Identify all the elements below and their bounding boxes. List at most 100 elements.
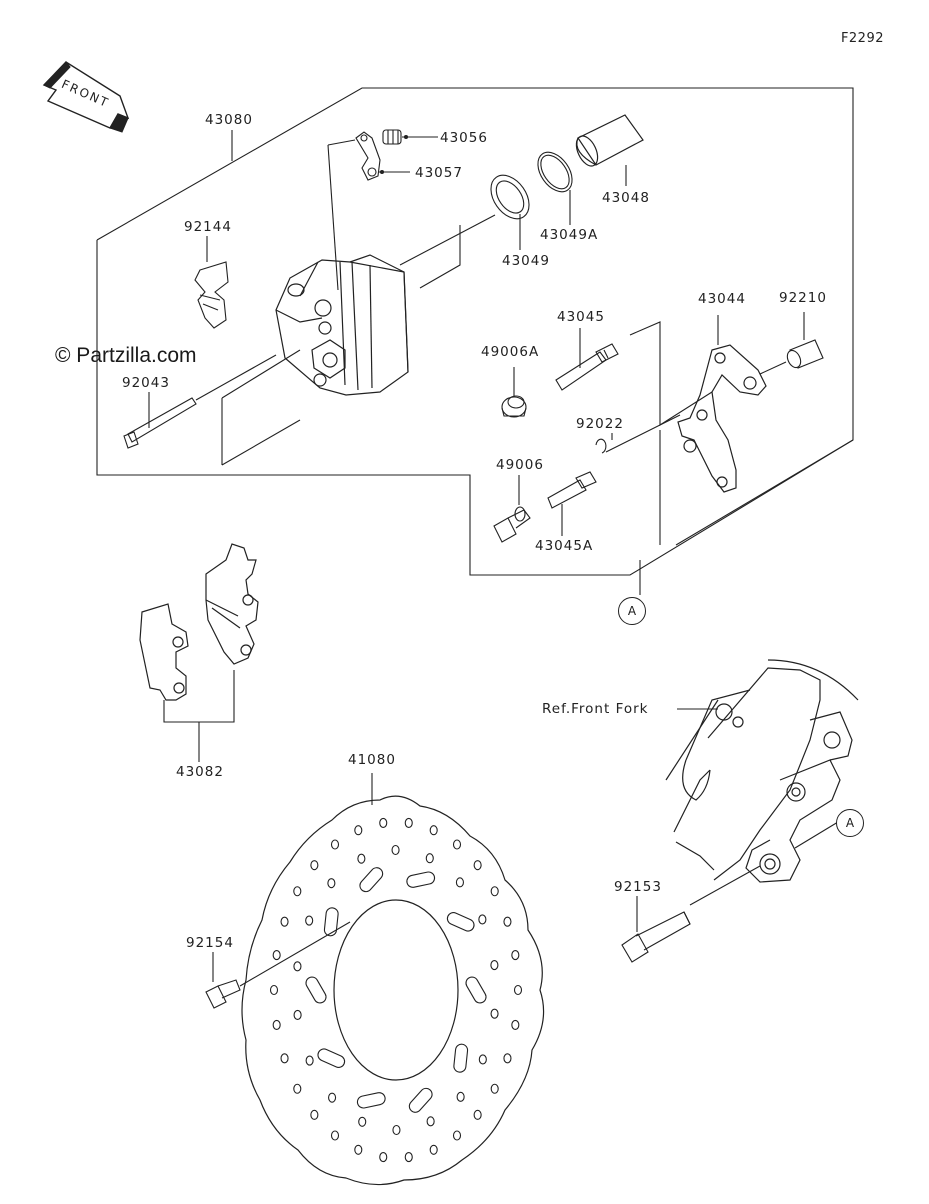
disc-hole bbox=[293, 961, 302, 972]
disc-hole bbox=[503, 1053, 512, 1064]
part-label-92154[interactable]: 92154 bbox=[186, 935, 234, 951]
disc-hole bbox=[379, 1152, 388, 1163]
disc-hole bbox=[354, 825, 363, 836]
disc-slot bbox=[406, 871, 436, 888]
piston-seal bbox=[537, 151, 573, 193]
disc-hole bbox=[272, 1019, 281, 1030]
bleeder-valve bbox=[382, 129, 402, 145]
disc-slot bbox=[446, 912, 475, 932]
disc-hole bbox=[269, 984, 279, 996]
disc-hole bbox=[404, 1152, 413, 1163]
disc-hole bbox=[452, 839, 462, 850]
disc-slot bbox=[465, 976, 487, 1004]
disc-hole bbox=[272, 950, 281, 961]
disc-hole bbox=[473, 1109, 482, 1120]
disc-hole bbox=[503, 916, 512, 927]
disc-hole bbox=[429, 825, 438, 836]
part-label-92210[interactable]: 92210 bbox=[779, 290, 827, 306]
part-label-43049a[interactable]: 43049A bbox=[540, 227, 599, 243]
disc-hole bbox=[511, 950, 520, 961]
disc-slot bbox=[453, 1043, 469, 1073]
disc-hole bbox=[379, 817, 388, 828]
circlip bbox=[595, 438, 607, 454]
ref-front-fork-label[interactable]: Ref.Front Fork bbox=[542, 701, 649, 717]
disc-hole bbox=[280, 916, 289, 927]
disc-hole bbox=[310, 860, 319, 871]
part-label-92022[interactable]: 92022 bbox=[576, 416, 624, 432]
slide-pin bbox=[555, 343, 619, 391]
disc-hole bbox=[293, 1083, 302, 1094]
part-label-43045a[interactable]: 43045A bbox=[535, 538, 594, 554]
part-label-49006[interactable]: 49006 bbox=[496, 457, 544, 473]
part-label-92153[interactable]: 92153 bbox=[614, 879, 662, 895]
disc-hole bbox=[456, 1091, 465, 1102]
disc-slot bbox=[305, 976, 327, 1004]
dust-seal bbox=[490, 174, 530, 220]
front-arrow-icon: FRONT bbox=[42, 61, 130, 133]
disc-hole bbox=[490, 1083, 499, 1094]
fork-bolt bbox=[621, 911, 691, 963]
disc-slot bbox=[359, 867, 384, 893]
disc-holes bbox=[269, 817, 523, 1163]
disc-hole bbox=[478, 914, 487, 925]
diagram-code: F2292 bbox=[840, 31, 884, 46]
disc-hole bbox=[358, 1116, 367, 1127]
disc-hole bbox=[490, 886, 499, 897]
disc-hole bbox=[455, 877, 464, 888]
disc-hole bbox=[305, 915, 314, 926]
disc-hole bbox=[391, 844, 400, 856]
disc-hole bbox=[392, 1124, 401, 1136]
disc-hole bbox=[293, 1009, 302, 1020]
disc-hole bbox=[357, 853, 366, 864]
disc-hole bbox=[452, 1130, 462, 1141]
caliper-body bbox=[275, 254, 409, 396]
disc-hole bbox=[426, 1116, 435, 1127]
disc-slot bbox=[323, 907, 339, 937]
part-label-43080[interactable]: 43080 bbox=[205, 112, 253, 128]
part-label-41080[interactable]: 41080 bbox=[348, 752, 396, 768]
disc-hole bbox=[354, 1144, 363, 1155]
disc-hole bbox=[511, 1019, 520, 1030]
part-label-92144[interactable]: 92144 bbox=[184, 219, 232, 235]
disc-slot bbox=[317, 1048, 346, 1068]
pad-spring bbox=[194, 261, 229, 329]
part-label-43048[interactable]: 43048 bbox=[602, 190, 650, 206]
disc-hole bbox=[310, 1109, 319, 1120]
assembly-boundary bbox=[96, 87, 854, 576]
disc-hole bbox=[328, 1092, 337, 1103]
part-label-43045[interactable]: 43045 bbox=[557, 309, 605, 325]
disc-hole bbox=[293, 886, 302, 897]
disc-hole bbox=[280, 1053, 289, 1064]
disc-hole bbox=[305, 1055, 314, 1066]
disc-hole bbox=[330, 1130, 340, 1141]
part-label-43044[interactable]: 43044 bbox=[698, 291, 746, 307]
disc-slot bbox=[408, 1087, 433, 1113]
caliper-piston bbox=[575, 114, 644, 167]
ref-marker-a-fork: A bbox=[836, 809, 864, 837]
brake-disc bbox=[241, 795, 545, 1186]
caliper-pin bbox=[123, 397, 197, 449]
disc-hole bbox=[327, 878, 336, 889]
part-label-43056[interactable]: 43056 bbox=[440, 130, 488, 146]
part-label-92043[interactable]: 92043 bbox=[122, 375, 170, 391]
part-label-49006a[interactable]: 49006A bbox=[481, 344, 540, 360]
front-fork bbox=[665, 659, 859, 883]
disc-hole bbox=[404, 817, 413, 828]
bracket-bolt bbox=[493, 506, 531, 543]
caliper-bracket bbox=[677, 344, 767, 493]
watermark: © Partzilla.com bbox=[55, 344, 197, 367]
bracket-sleeve bbox=[786, 339, 824, 369]
part-label-43049[interactable]: 43049 bbox=[502, 253, 550, 269]
disc-hole bbox=[425, 853, 434, 864]
disc-bolt bbox=[205, 979, 241, 1009]
disc-hole bbox=[490, 960, 499, 971]
disc-hole bbox=[330, 839, 340, 850]
disc-hole bbox=[429, 1144, 438, 1155]
disc-slot bbox=[356, 1092, 386, 1109]
disc-hole bbox=[478, 1054, 487, 1065]
part-label-43082[interactable]: 43082 bbox=[176, 764, 224, 780]
disc-hole bbox=[490, 1008, 499, 1019]
disc-hole bbox=[473, 860, 482, 871]
part-label-43057[interactable]: 43057 bbox=[415, 165, 463, 181]
